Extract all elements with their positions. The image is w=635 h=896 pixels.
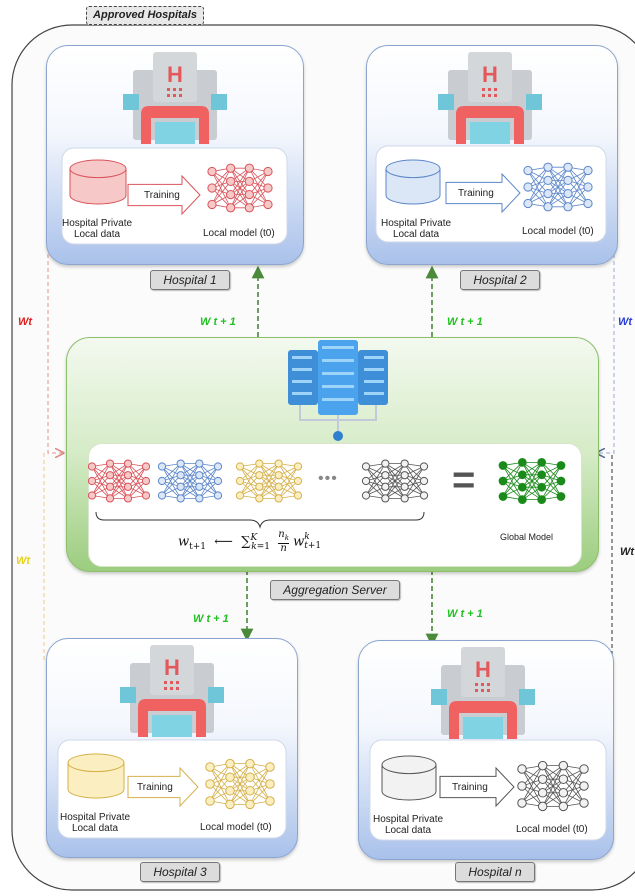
hospital-1-label: Hospital 1	[150, 270, 230, 290]
wt1-label-hospital3: W t + 1	[193, 613, 229, 625]
aggregation-server-label: Aggregation Server	[270, 580, 400, 600]
hospital-n-training-label: Training	[452, 782, 488, 793]
hospital-2-model-label: Local model (t0)	[522, 226, 594, 237]
hospital-3-label: Hospital 3	[140, 862, 220, 882]
aggregation-inner-panel	[88, 443, 582, 567]
ellipsis: •••	[318, 470, 338, 487]
wt1-label-hospital1: W t + 1	[200, 316, 236, 328]
wt-label-hospital1: Wt	[18, 316, 33, 328]
hospital-3-training-label: Training	[137, 782, 173, 793]
equals-sign: =	[452, 458, 476, 502]
hospital-2-label: Hospital 2	[460, 270, 540, 290]
hospital-1-model-label: Local model (t0)	[203, 228, 275, 239]
wt-label-hospital3: Wt	[16, 555, 31, 567]
hospital-3-model-label: Local model (t0)	[200, 822, 272, 833]
wt-label-hospitaln: Wt	[620, 546, 635, 558]
approved-hospitals-label: Approved Hospitals	[86, 6, 204, 25]
wt-line-hospital1	[47, 240, 62, 453]
global-model-label: Global Model	[500, 532, 554, 542]
wt1-label-hospital2: W t + 1	[447, 316, 483, 328]
hospital-2-training-label: Training	[458, 188, 494, 199]
hospital-n-model-label: Local model (t0)	[516, 824, 588, 835]
wt1-label-hospitaln: W t + 1	[447, 608, 483, 620]
hospital-1-training-label: Training	[144, 190, 180, 201]
wt-line-hospital2	[598, 240, 615, 453]
hospital-n-label: Hospital n	[455, 862, 535, 882]
wt-label-hospital2: Wt	[618, 316, 633, 328]
